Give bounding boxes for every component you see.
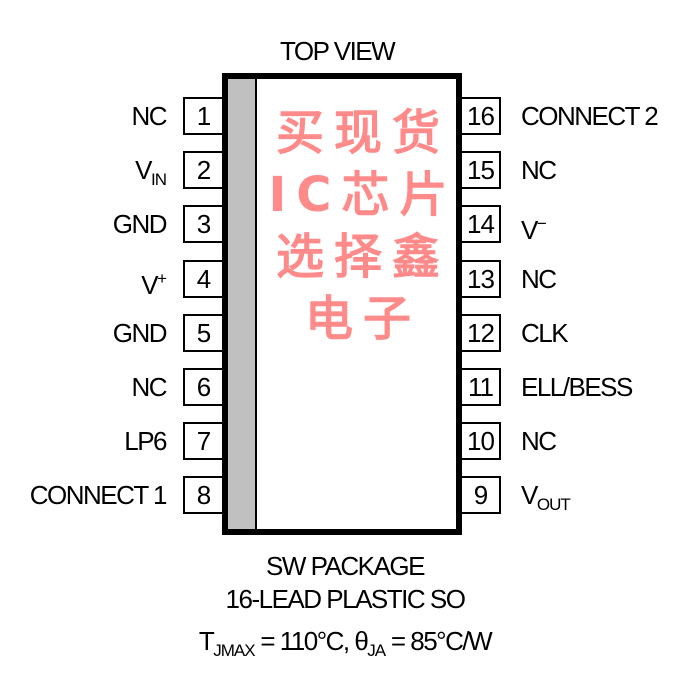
pin-label-10: NC <box>521 424 557 458</box>
pin-label-subscript: IN <box>151 170 167 190</box>
pin-label-main: V <box>135 155 152 186</box>
theta-value: = 85°C/W <box>385 626 493 656</box>
pin-label-9: VOUT <box>521 478 571 522</box>
pin-label-subscript: OUT <box>536 495 571 515</box>
top-view-title: TOP VIEW <box>280 36 396 66</box>
pin-label-main: CLK <box>521 317 569 348</box>
pin-12: 12 <box>462 313 501 352</box>
pin-label-8: CONNECT 1 <box>6 478 168 512</box>
watermark-char: 买 <box>275 105 324 161</box>
pin-label-main: NC <box>131 372 167 402</box>
pin-label-main: LP6 <box>124 426 167 457</box>
pin1-indicator-stripe <box>228 79 257 529</box>
pin-7: 7 <box>183 422 222 461</box>
theta-subscript: JA <box>367 641 386 660</box>
watermark-char: I <box>268 167 287 223</box>
pin-label-main: V <box>141 269 158 300</box>
pin-label-4: V+ <box>6 262 167 302</box>
pin-label-main: NC <box>521 155 557 186</box>
watermark-char: 货 <box>392 105 441 161</box>
thermal-spec: TJMAX = 110°C, θJA = 85°C/W <box>0 628 690 659</box>
package-name: SW PACKAGE <box>266 551 425 581</box>
pin-label-6: NC <box>6 370 167 404</box>
pin-label-15: NC <box>521 153 557 187</box>
pin-9: 9 <box>462 476 501 515</box>
pin-label-main: NC <box>521 263 557 294</box>
watermark-char: 电 <box>304 291 353 347</box>
tjmax-subscript: JMAX <box>213 641 255 660</box>
watermark-char: 选 <box>275 229 324 285</box>
watermark-char: 现 <box>333 105 382 161</box>
pin-label-main: NC <box>131 101 167 131</box>
watermark-char: 鑫 <box>392 229 441 285</box>
pin-5: 5 <box>183 313 222 352</box>
pin-label-3: GND <box>6 207 168 241</box>
package-description: 16-LEAD PLASTIC SO <box>225 584 466 614</box>
pin-label-13: NC <box>521 262 557 296</box>
pin-label-14: V− <box>521 207 547 247</box>
pin-label-main: NC <box>521 426 557 457</box>
pin-label-main: ELL/BESS <box>521 372 633 402</box>
pin-label-main: V <box>521 215 538 246</box>
pin-4: 4 <box>183 259 222 298</box>
tjmax-value: = 110°C, <box>254 626 355 656</box>
pin-1: 1 <box>183 97 222 135</box>
pin-label-16: CONNECT 2 <box>521 99 659 133</box>
pin-16: 16 <box>462 97 501 135</box>
pin-label-superscript: + <box>157 268 167 288</box>
pin-label-7: LP6 <box>6 424 167 458</box>
watermark-char: 择 <box>333 229 382 285</box>
watermark-char: C <box>296 167 332 223</box>
pin-11: 11 <box>462 368 501 406</box>
pin-8: 8 <box>183 476 222 515</box>
pin-6: 6 <box>183 368 222 406</box>
tjmax-symbol: T <box>198 626 215 656</box>
pin-label-main: V <box>521 480 538 511</box>
watermark-char: 片 <box>399 167 448 223</box>
pin-label-main: GND <box>112 209 168 240</box>
watermark-char: 子 <box>363 291 412 347</box>
pin-label-main: CONNECT 1 <box>29 480 168 511</box>
pin-label-5: GND <box>6 316 168 350</box>
pin-3: 3 <box>183 205 222 244</box>
pin-label-11: ELL/BESS <box>521 370 633 404</box>
pin-label-1: NC <box>6 99 167 133</box>
watermark-char: 芯 <box>341 167 390 223</box>
pin-label-2: VIN <box>6 153 167 197</box>
theta-symbol: θ <box>354 626 368 656</box>
pin-label-superscript: − <box>536 214 547 234</box>
pin-label-main: CONNECT 2 <box>521 101 659 131</box>
pin-10: 10 <box>462 422 501 461</box>
pin-15: 15 <box>462 151 501 190</box>
pin-label-main: GND <box>112 317 168 348</box>
pin-13: 13 <box>462 259 501 298</box>
pin-label-12: CLK <box>521 316 569 350</box>
pin-2: 2 <box>183 151 222 190</box>
pin-14: 14 <box>462 205 501 244</box>
